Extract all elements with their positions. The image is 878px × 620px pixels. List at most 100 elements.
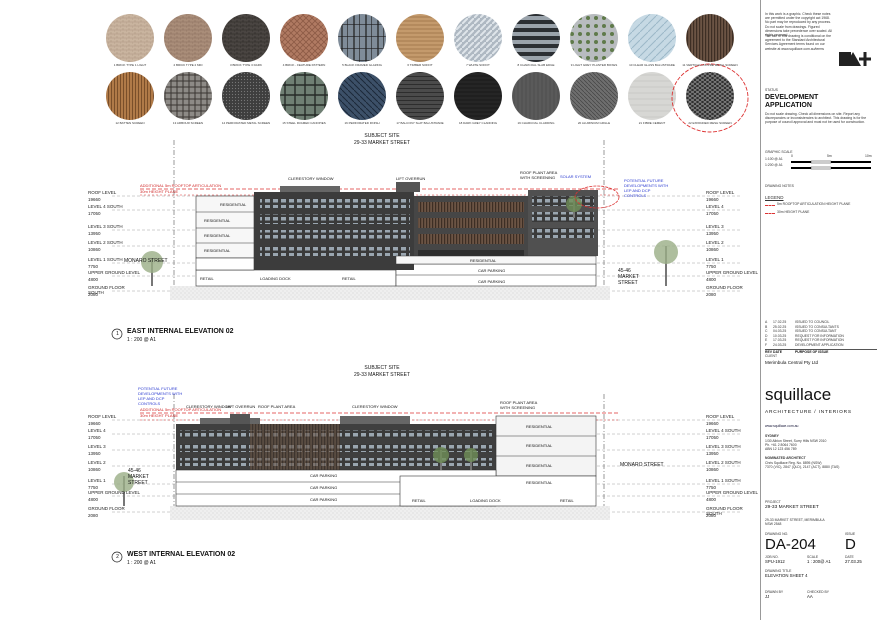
material-swatch-label: 20 ALUMINIUM GRILLE <box>577 121 611 125</box>
revision-date: 10.03.25 <box>773 333 787 338</box>
east-subject-address: 29-33 MARKET STREET <box>353 140 411 146</box>
east-ground-label: RETAIL <box>200 276 214 281</box>
project-label: PROJECT <box>765 500 781 504</box>
level-rl: 10860 <box>88 247 101 252</box>
material-swatch <box>454 72 502 120</box>
level-name: GROUND FLOOR SOUTH <box>706 506 743 516</box>
material-swatch-label: 14 PERFORATED METAL SCREEN <box>221 121 271 125</box>
tree <box>566 196 582 218</box>
revision-desc: ISSUED TO CONSULTANTS <box>795 324 839 329</box>
architecture-award-logo <box>839 50 875 76</box>
material-swatch <box>686 72 734 120</box>
level-rl: 13950 <box>706 451 719 456</box>
revision-date: 17.03.25 <box>773 338 787 343</box>
revision-desc: REQUEST FOR INFORMATION <box>795 338 844 343</box>
level-name: GROUND FLOOR <box>88 506 125 511</box>
status-label: STATUS <box>765 88 778 92</box>
title-block: In this work is a graphic. Check these n… <box>760 0 878 620</box>
nominated-label: NOMINATED ARCHITECT <box>765 456 806 460</box>
material-swatch-label: 15 STEEL FRAMED CANOPIES <box>282 121 326 125</box>
east-unit-label: RESIDENTIAL <box>220 202 247 207</box>
level-name: LEVEL 3 SOUTH <box>706 444 741 449</box>
website[interactable]: www.squillace.com.au <box>765 424 799 428</box>
clerestory <box>280 186 340 192</box>
scale-text-b: 1:200 @ A1 <box>765 163 783 167</box>
revision-rev: E <box>765 338 768 343</box>
material-swatch-label: 9 LIGHT GREY PLANTER BOXES <box>570 63 618 67</box>
material-swatch-label: 12 BATTEN SCREEN <box>115 121 145 125</box>
material-swatch <box>512 14 560 62</box>
scale-mark: 10m <box>865 154 872 158</box>
west-right-street: MONARO STREET <box>620 462 664 468</box>
level-rl: 17050 <box>706 435 719 440</box>
material-swatch-label: 7 WHITE SOFFIT <box>466 63 490 67</box>
level-name: ROOF LEVEL <box>706 414 735 419</box>
level-rl: 4800 <box>88 497 99 502</box>
material-swatch <box>396 14 444 62</box>
drawing-no-label: DRAWING NO. <box>765 532 789 536</box>
material-swatch-label: 3 BRICK TYPE 3 DARK <box>230 63 262 67</box>
revision-cloud <box>574 185 620 209</box>
checked-by-label: CHECKED BY <box>807 590 830 594</box>
scale-value: 1 : 200@ A1 <box>807 559 831 564</box>
west-red-note-1: ADDITIONAL 5m ROOFTOP ARTICULATION <box>140 407 222 412</box>
revision-rev: B <box>765 324 768 329</box>
material-swatch-label: 2 BRICK TYPE 2 MID <box>173 63 203 67</box>
material-swatch <box>570 72 618 120</box>
level-name: ROOF LEVEL <box>88 414 117 419</box>
level-rl: 4800 <box>88 277 99 282</box>
revision-header-cell: DATE <box>773 349 782 354</box>
project-address: 29-33 MARKET STREET, MERIMBULA NSW 2548 <box>765 518 825 527</box>
revision-date: 24.03.25 <box>773 343 787 347</box>
level-name: LEVEL 1 <box>88 478 106 483</box>
material-swatch <box>222 14 270 62</box>
material-swatch <box>338 72 386 120</box>
east-callout-2: LIFT OVERRUN <box>396 176 426 181</box>
level-name: LEVEL 2 <box>88 460 106 465</box>
east-callout-4: SOLAR SYSTEM <box>560 174 592 179</box>
material-swatch <box>106 14 154 62</box>
east-elevation-title: EAST INTERNAL ELEVATION 02 <box>127 328 234 335</box>
west-ground-label: LOADING DOCK <box>470 498 501 503</box>
material-swatch-label: 22 EXPANDED MESH SCREEN <box>688 121 732 125</box>
level-rl: 2080 <box>706 292 717 297</box>
material-swatch <box>512 72 560 120</box>
scale-mark: 5m <box>827 154 832 158</box>
lift-overrun <box>396 182 420 192</box>
nominated-line: Chris Squillace Reg. No. 8895 (NSW) <box>765 461 822 465</box>
tree <box>464 448 478 470</box>
level-rl: 10860 <box>88 467 101 472</box>
east-car-label: CAR PARKING <box>478 279 506 284</box>
material-swatch <box>454 14 502 62</box>
office-line: Ph. +61 2 8064 7600 <box>765 443 797 447</box>
east-unit-label: RESIDENTIAL <box>204 218 231 223</box>
east-car-label: CAR PARKING <box>478 268 506 273</box>
level-name: LEVEL 1 SOUTH <box>88 257 123 262</box>
issue-value: D <box>845 536 856 553</box>
elevation-marker <box>111 551 123 563</box>
material-swatch-board <box>106 14 749 133</box>
material-swatch <box>628 72 676 120</box>
east-unit-label: RESIDENTIAL <box>470 258 497 263</box>
level-rl: 19660 <box>706 197 719 202</box>
level-rl: 2080 <box>88 513 99 518</box>
material-swatch-label: 10 CLEAR GLASS BALUSTRADE <box>629 63 675 67</box>
level-name: ROOF LEVEL <box>706 190 735 195</box>
level-rl: 17050 <box>88 435 101 440</box>
material-swatch-label: 4 BRICK - FEATURE PATTERN <box>282 63 326 67</box>
legend-item-2: 30m HEIGHT PLANE <box>777 210 810 214</box>
level-name: LEVEL 4 <box>706 204 724 209</box>
west-elevation <box>111 394 740 563</box>
west-car-label: CAR PARKING <box>310 473 338 478</box>
level-name: LEVEL 1 <box>706 257 724 262</box>
client-name: Merimbula Central Pty Ltd <box>765 360 819 365</box>
level-rl: 2080 <box>88 292 99 297</box>
west-unit-label: RESIDENTIAL <box>526 424 553 429</box>
level-name: LEVEL 4 SOUTH <box>88 204 123 209</box>
material-swatch-label: 17 BALCONY SLAT BALUSTRADE <box>396 121 444 125</box>
drawing-area <box>106 14 749 563</box>
west-car-label: CAR PARKING <box>310 497 338 502</box>
revision-cloud <box>671 63 749 133</box>
west-callout-3: ROOF PLANT AREA <box>258 404 296 409</box>
tree <box>141 251 163 286</box>
